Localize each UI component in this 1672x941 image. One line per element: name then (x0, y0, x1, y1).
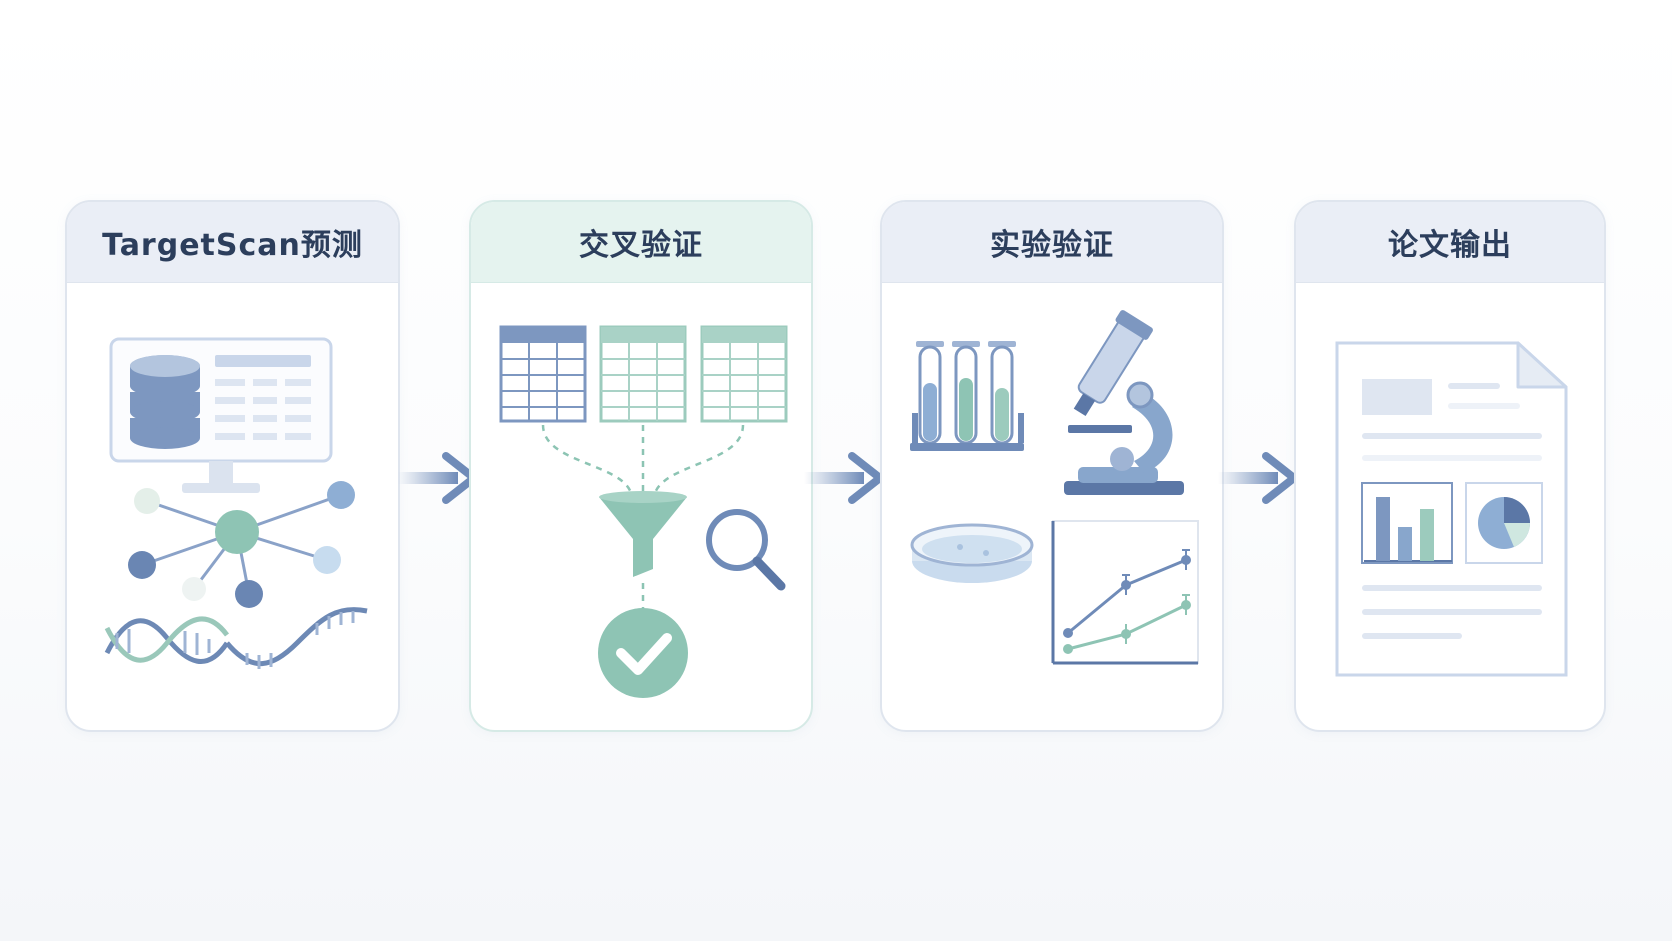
database-network-dna-icon (104, 337, 368, 669)
lab-microscope-chart-icon (910, 310, 1199, 665)
step-card-paper-output: 论文输出 (1294, 200, 1606, 732)
arrow-right-icon (804, 452, 884, 504)
step-card-targetscan: TargetScan预测 (65, 200, 400, 732)
step-title: 论文输出 (1296, 202, 1604, 283)
step-card-experimental-validation: 实验验证 (880, 200, 1224, 732)
step-title: 交叉验证 (471, 202, 811, 283)
step-title: TargetScan预测 (67, 202, 398, 283)
paper-document-icon (1335, 341, 1568, 677)
arrow-right-icon (1218, 452, 1298, 504)
table-filter-check-icon (499, 325, 788, 698)
step-title: 实验验证 (882, 202, 1222, 283)
step-card-cross-validation: 交叉验证 (469, 200, 813, 732)
